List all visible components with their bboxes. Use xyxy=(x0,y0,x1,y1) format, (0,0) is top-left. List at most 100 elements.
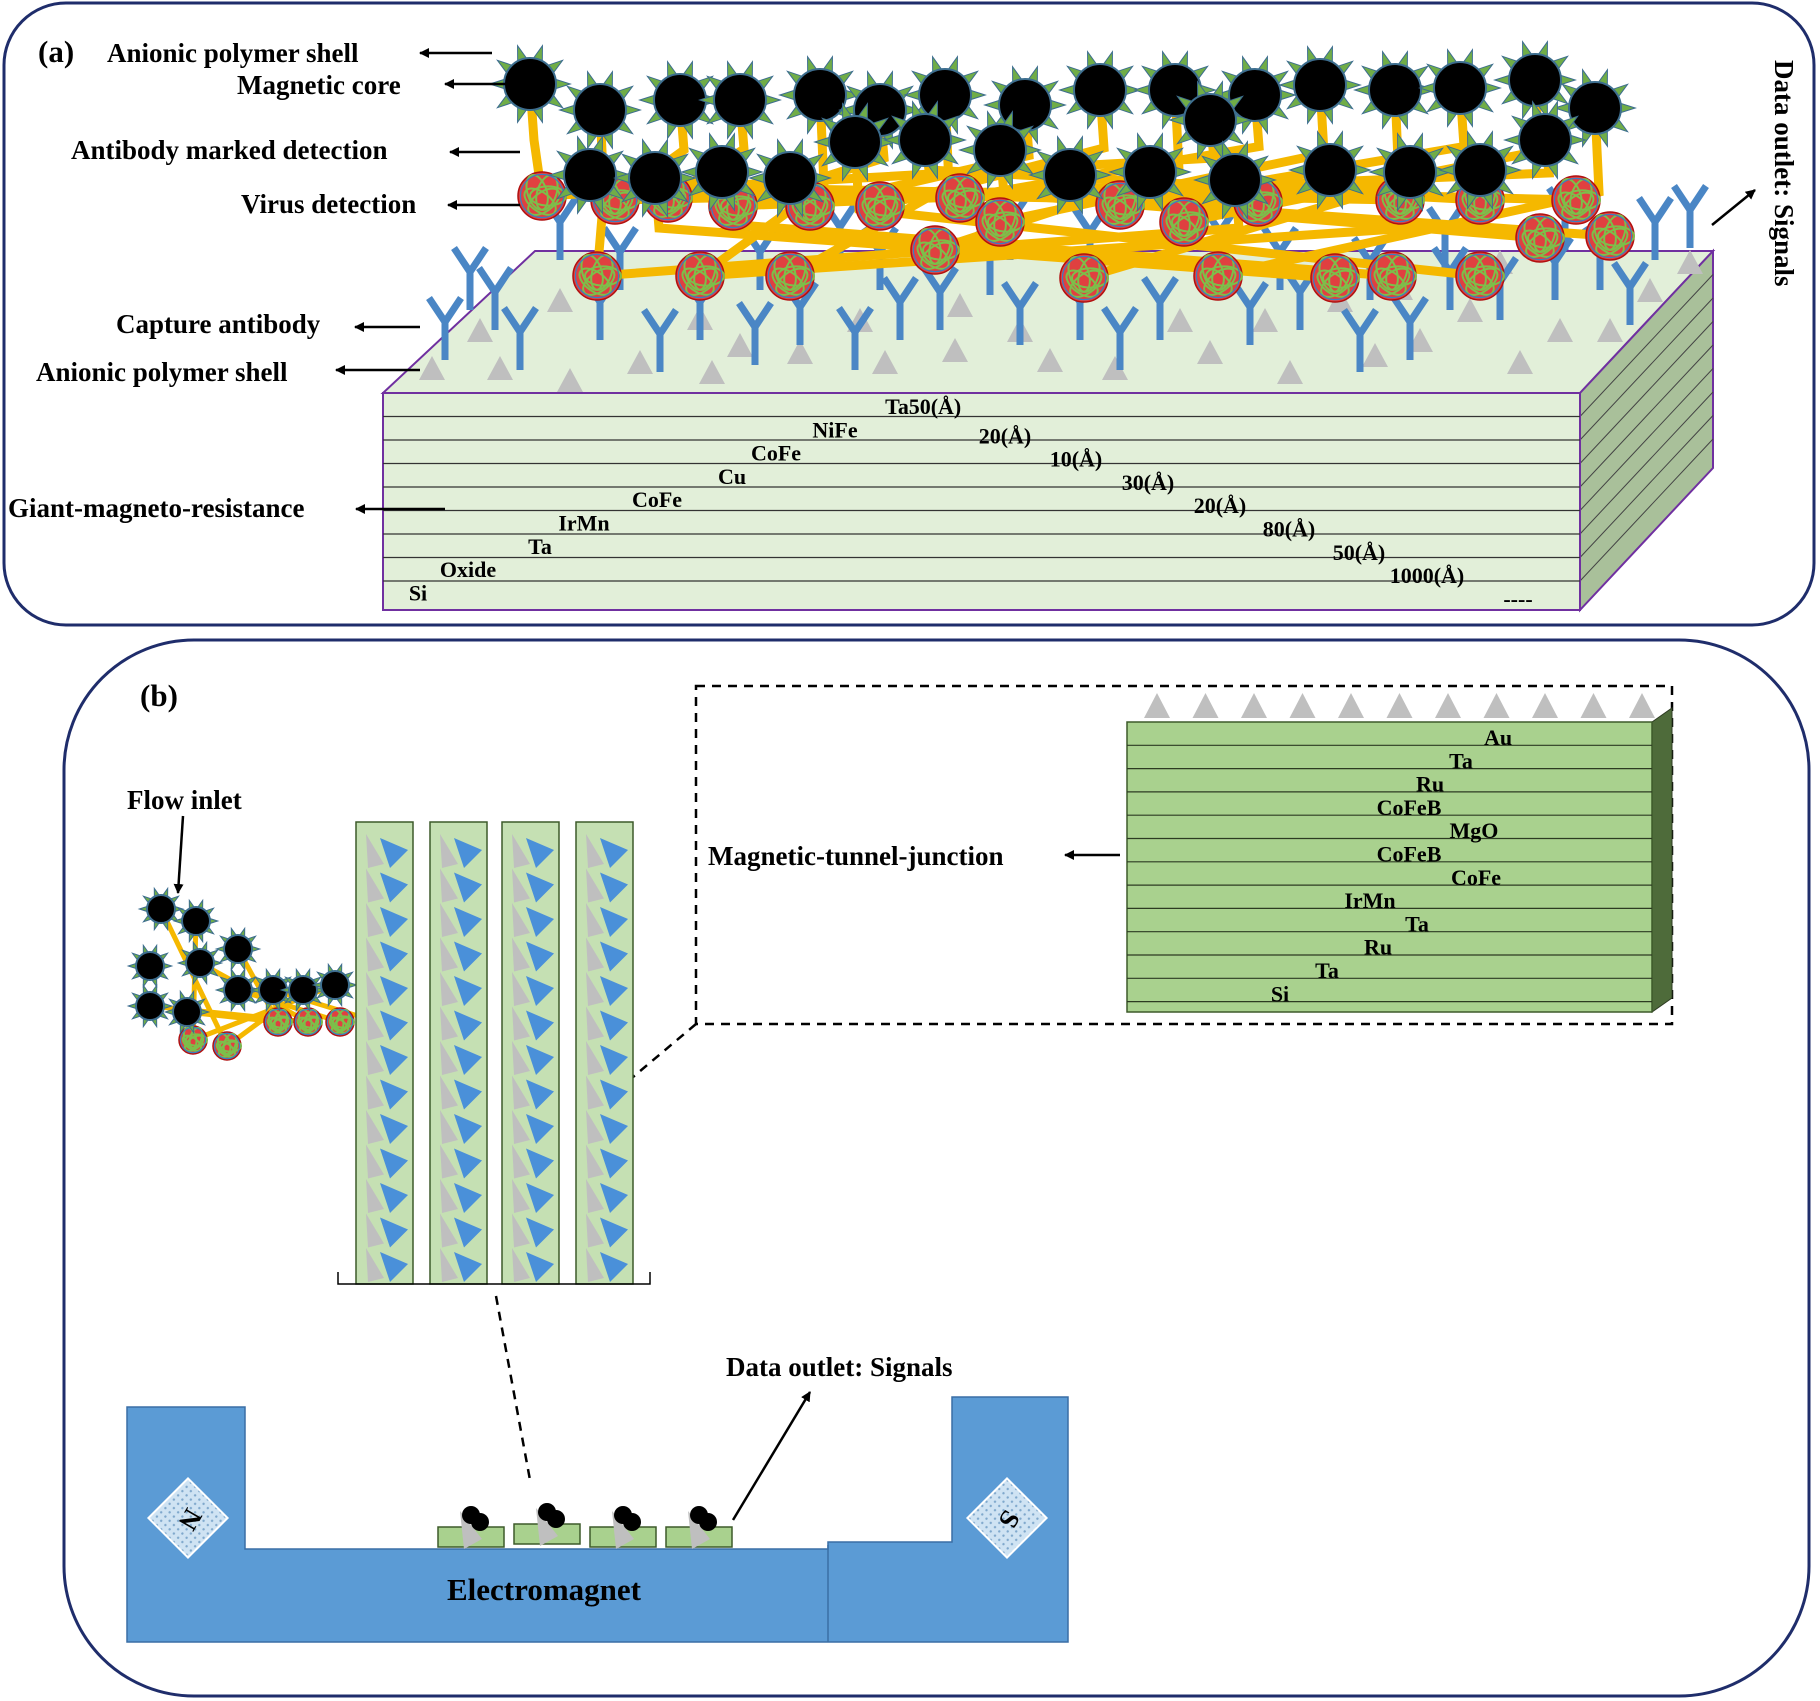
surface-triangle xyxy=(586,1248,604,1282)
mtj-layer-name: CoFeB xyxy=(1377,795,1442,820)
sensor-chip xyxy=(589,1506,657,1549)
virus-particle xyxy=(855,181,905,231)
virus-particle xyxy=(212,1031,242,1061)
gmr-layer-name: IrMn xyxy=(558,511,609,536)
magnetization-arrow xyxy=(600,838,628,868)
pole-n: N xyxy=(146,1476,230,1560)
virus-particle xyxy=(1515,213,1565,263)
virus-particle xyxy=(1367,251,1417,301)
surface-triangle xyxy=(440,1179,458,1213)
label-capture-antibody: Capture antibody xyxy=(116,309,321,339)
strip-bracket xyxy=(337,1272,651,1285)
polymer-triangle xyxy=(699,360,725,384)
magnetization-arrow xyxy=(454,1114,482,1144)
polymer-triangle xyxy=(1037,348,1063,372)
gmr-layer-name: CoFe xyxy=(751,441,801,466)
magnetization-arrow xyxy=(454,1217,482,1248)
magnetic-bead xyxy=(613,138,697,218)
mtj-surface-triangle xyxy=(1580,693,1607,718)
mtj-layer-name: Ru xyxy=(1416,772,1444,797)
mtj-surface-triangles xyxy=(1144,693,1655,718)
polymer-triangle xyxy=(467,318,493,342)
gmr-layer-name: Oxide xyxy=(440,557,496,582)
mtj-surface-triangle xyxy=(1532,693,1558,718)
virus-particle xyxy=(1585,211,1635,261)
magnetic-bead xyxy=(1028,135,1112,215)
mtj-layer-name: IrMn xyxy=(1344,888,1395,913)
magnetization-arrow xyxy=(600,872,628,903)
label-flow-inlet: Flow inlet xyxy=(127,785,242,815)
surface-triangle xyxy=(586,1213,604,1248)
polymer-triangle xyxy=(1637,278,1663,302)
mtj-surface-triangle xyxy=(1338,693,1364,718)
capture-antibody xyxy=(476,266,514,330)
polymer-triangle xyxy=(947,293,973,317)
virus-particle xyxy=(325,1007,355,1037)
virus-particle xyxy=(910,225,960,275)
capture-antibody xyxy=(501,306,539,370)
electromagnet xyxy=(126,1396,1069,1643)
label-anionic-shell-bottom: Anionic polymer shell xyxy=(36,357,288,387)
surface-triangle xyxy=(512,1006,530,1041)
side-layer-line xyxy=(1579,368,1714,511)
gmr-layer-thickness: 20(Å) xyxy=(979,423,1032,448)
sensor-strip xyxy=(355,821,414,1285)
magnetic-bead xyxy=(163,989,211,1035)
virus-particles xyxy=(517,171,1635,303)
surface-triangle xyxy=(440,903,458,937)
surface-triangle xyxy=(586,1110,604,1144)
mtj-surface-triangle xyxy=(1192,693,1219,718)
gmr-layer-thickness: 30(Å) xyxy=(1122,470,1175,495)
surface-triangle xyxy=(366,834,384,868)
mtj-layer-name: Ta xyxy=(1315,958,1339,983)
magnetization-arrow xyxy=(526,907,554,937)
magnetic-bead xyxy=(1168,80,1252,160)
capture-antibody xyxy=(1391,296,1429,360)
surface-triangle xyxy=(512,1248,530,1282)
magnetic-bead xyxy=(1108,132,1192,212)
flow-linker xyxy=(237,987,341,1025)
capture-antibody xyxy=(736,301,774,365)
gmr-stack xyxy=(382,392,1581,611)
polymer-triangle xyxy=(419,356,445,380)
surface-triangle xyxy=(586,1041,604,1075)
magnetic-bead xyxy=(1418,48,1502,128)
magnetization-arrow xyxy=(454,1148,482,1179)
label-magnetic-core: Magnetic core xyxy=(237,70,401,100)
side-layer-line xyxy=(1579,297,1714,441)
magnetization-arrow xyxy=(380,976,408,1006)
surface-triangle xyxy=(586,1144,604,1179)
magnetic-bead xyxy=(126,983,174,1029)
polymer-triangle xyxy=(1677,250,1703,274)
magnetization-arrow xyxy=(526,1010,554,1041)
sensor-chip xyxy=(513,1503,581,1546)
surface-triangle xyxy=(440,972,458,1006)
surface-triangle xyxy=(512,1144,530,1179)
polymer-triangle xyxy=(872,350,898,374)
virus-particle xyxy=(1455,251,1505,301)
mtj-surface-triangle xyxy=(1289,693,1316,718)
capture-antibody xyxy=(836,306,874,370)
arrow-flow-inlet xyxy=(173,815,185,894)
capture-antibody xyxy=(451,246,489,310)
gmr-layer-lines xyxy=(383,415,1580,582)
magnetic-bead xyxy=(176,940,224,986)
mtj-layer-name: Ta xyxy=(1449,748,1473,773)
magnetic-bead xyxy=(1368,132,1452,212)
mtj-layer-name: Ru xyxy=(1364,935,1392,960)
magnetic-bead xyxy=(748,138,832,218)
magnetization-arrow xyxy=(380,907,408,937)
gmr-layer-name: Ta xyxy=(528,534,552,559)
surface-triangle xyxy=(366,1179,384,1213)
magnetization-arrow xyxy=(600,1183,628,1213)
surface-triangle xyxy=(512,1213,530,1248)
magnetization-arrow xyxy=(454,872,482,903)
virus-particle xyxy=(178,1025,208,1055)
magnetization-arrow xyxy=(380,1045,408,1075)
magnetization-arrow xyxy=(454,1183,482,1213)
panel-b-tag: (b) xyxy=(140,678,178,713)
surface-triangle xyxy=(440,1006,458,1041)
virus-particle xyxy=(1551,175,1601,225)
mtj-layer-name: CoFeB xyxy=(1377,842,1442,867)
